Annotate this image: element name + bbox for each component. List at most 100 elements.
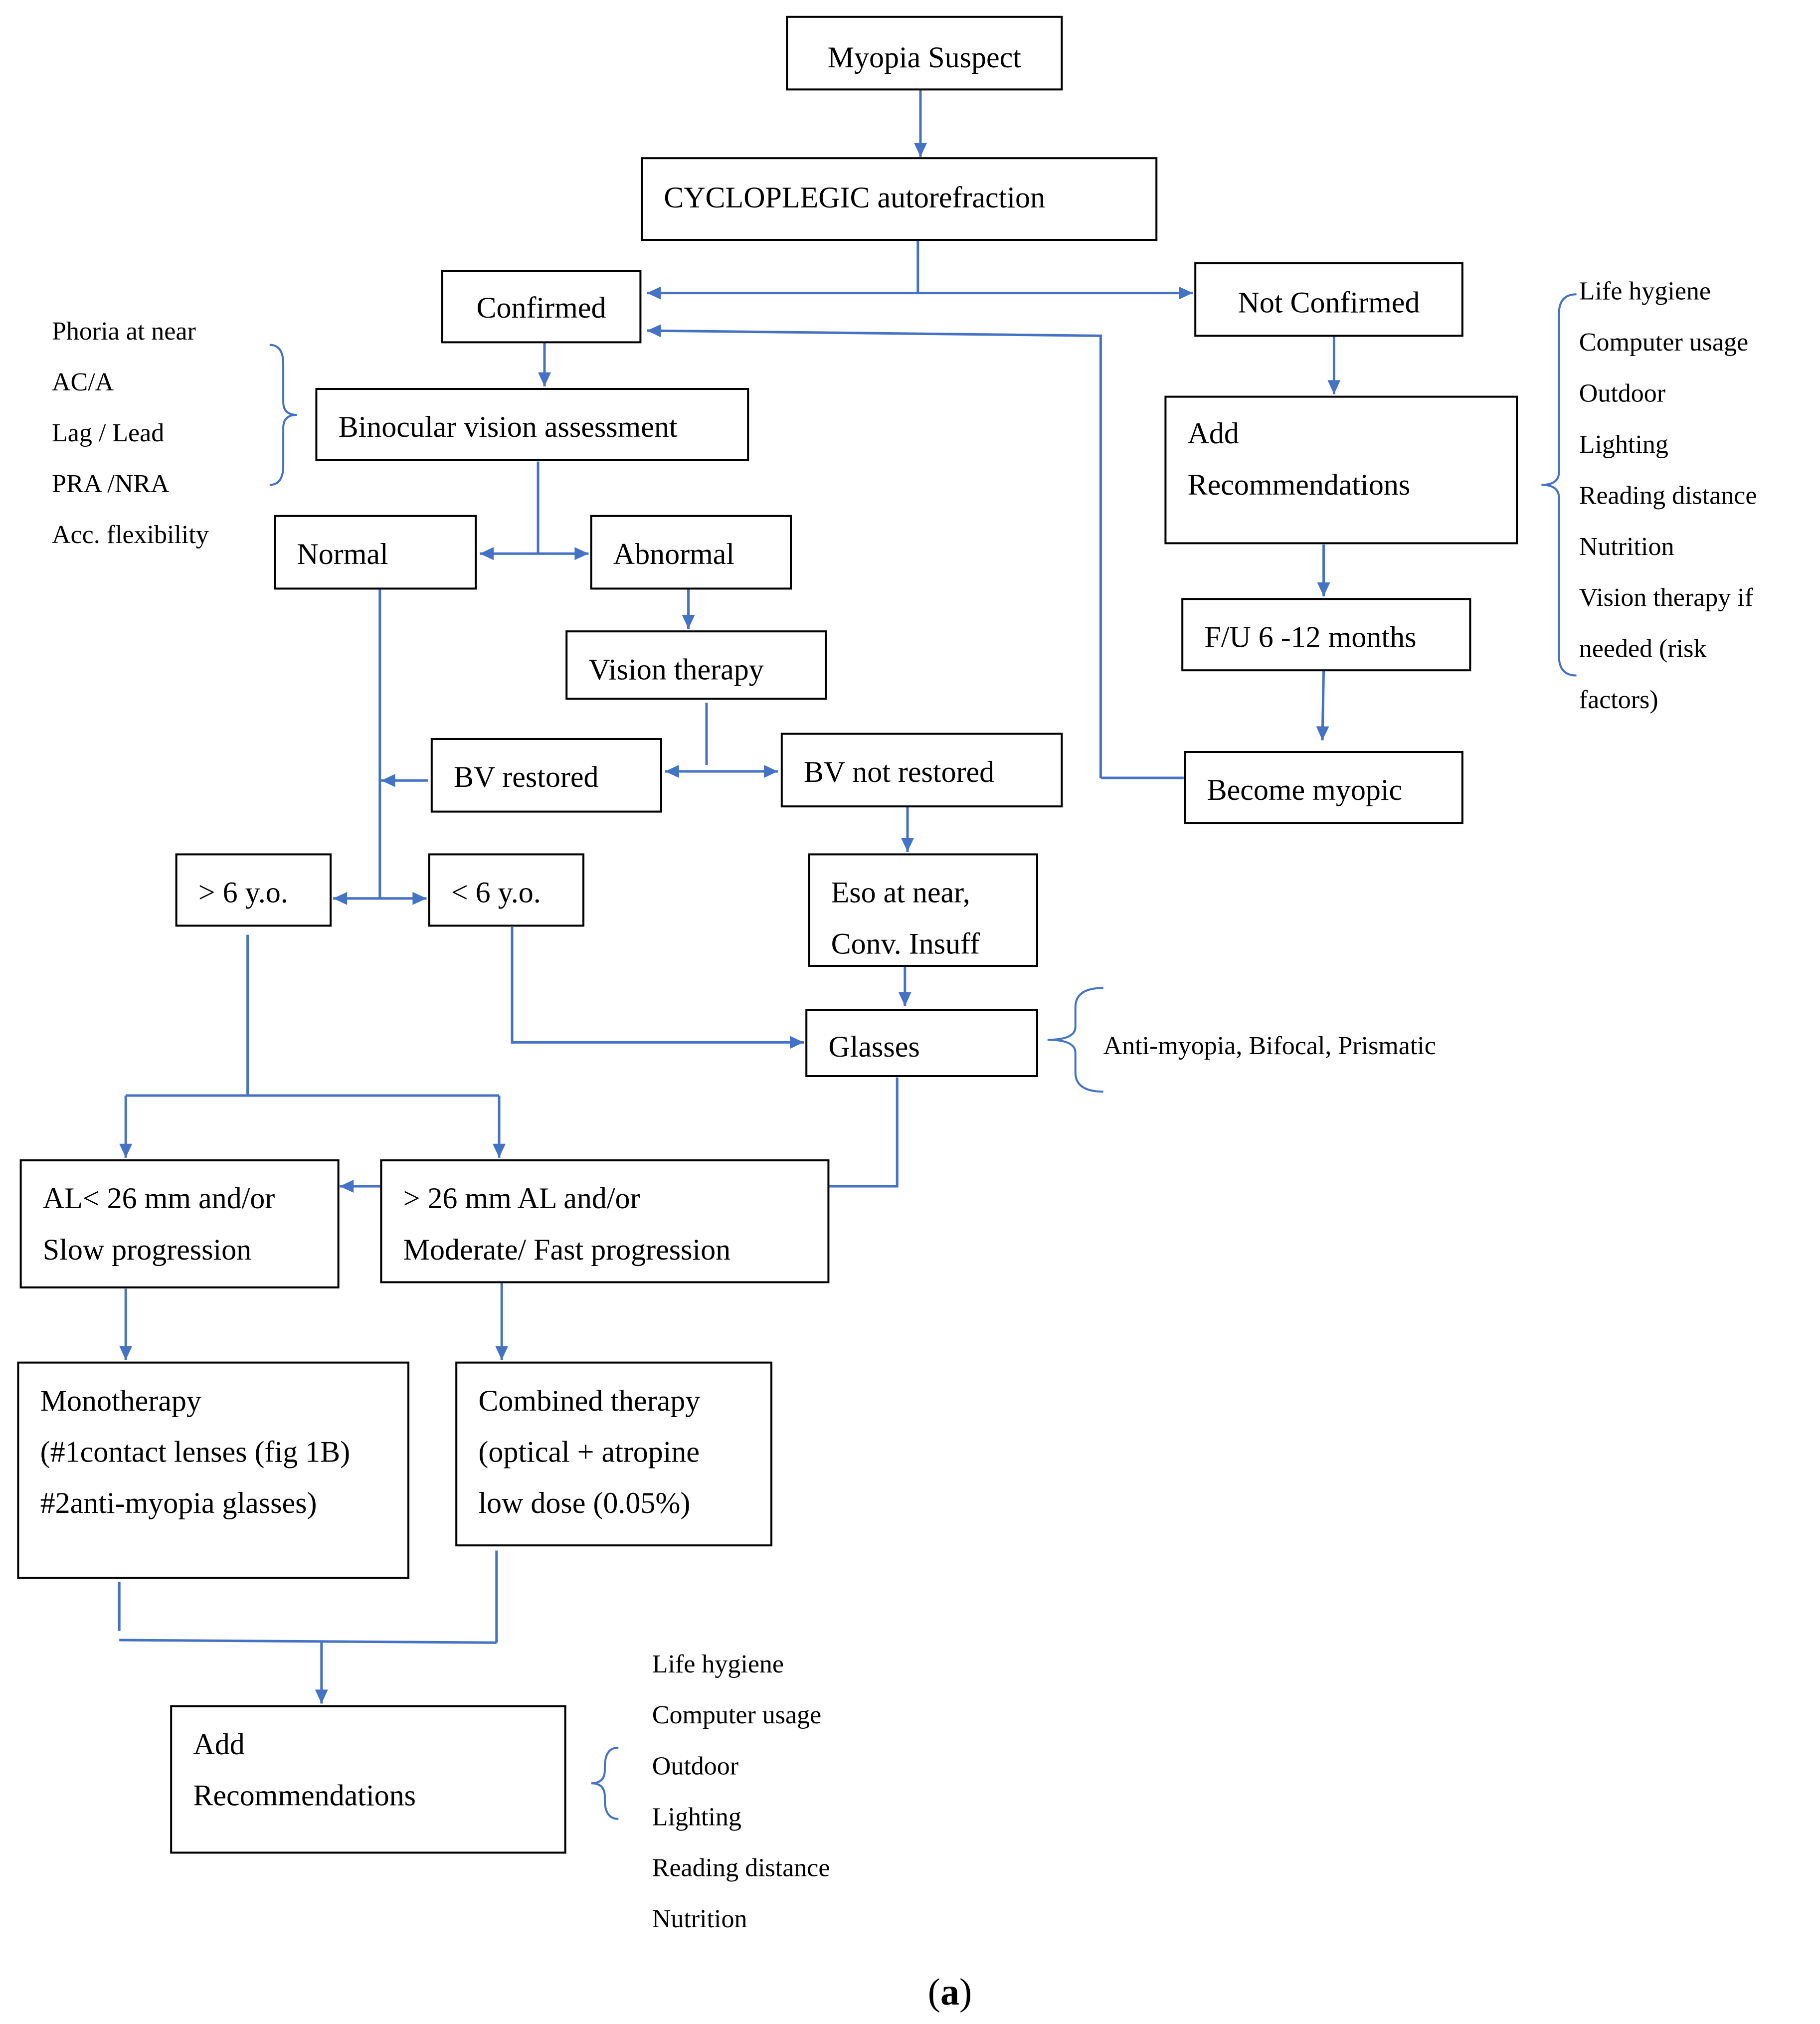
arrowhead	[790, 1036, 804, 1049]
node-myopia-suspect: Myopia Suspect	[786, 15, 1063, 91]
note-line: Lag / Lead	[52, 419, 164, 447]
note-line: Nutrition	[652, 1905, 747, 1933]
node-confirmed: Confirmed	[441, 270, 642, 344]
arrowhead	[381, 774, 395, 787]
node-box	[274, 515, 477, 590]
node-cycloplegic: CYCLOPLEGIC autorefraction	[641, 157, 1158, 241]
node-box	[641, 157, 1158, 241]
figure-caption: (a)	[928, 1971, 972, 2013]
note-line: Acc. flexibility	[52, 521, 209, 549]
arrowhead	[764, 765, 778, 778]
node-label: Recommendations	[193, 1779, 416, 1812]
node-label: Add	[193, 1728, 244, 1761]
note-line: Nutrition	[1579, 533, 1674, 561]
node-label: CYCLOPLEGIC autorefraction	[664, 181, 1045, 214]
arrowhead	[119, 1346, 133, 1360]
node-become-myopic: Become myopic	[1184, 751, 1463, 824]
node-label: Combined therapy	[478, 1384, 700, 1417]
node-box	[441, 270, 642, 344]
note-line: PRA /NRA	[52, 470, 170, 498]
node-box	[19, 1159, 340, 1288]
node-label: Moderate/ Fast progression	[403, 1233, 731, 1266]
node-label: Eso at near,	[831, 876, 970, 909]
note-glasses-types: Anti-myopia, Bifocal, Prismatic	[1103, 1032, 1436, 1060]
node-box	[17, 1361, 409, 1579]
node-box	[1181, 598, 1471, 672]
node-label: Glasses	[828, 1030, 919, 1063]
node-bv-not-restored: BV not restored	[780, 733, 1063, 808]
brace-binocular-tests	[269, 344, 297, 486]
arrowhead	[495, 1346, 509, 1360]
note-line: Life hygiene	[1579, 277, 1711, 306]
node-vision-therapy: Vision therapy	[565, 630, 827, 700]
node-normal: Normal	[274, 515, 477, 590]
node-box	[786, 15, 1063, 91]
arrowhead	[1179, 286, 1193, 300]
node-monotherapy: Monotherapy(#1contact lenses (fig 1B)#2a…	[17, 1361, 409, 1579]
arrowhead	[340, 1180, 354, 1193]
node-label: Monotherapy	[40, 1384, 201, 1417]
arrowhead	[538, 372, 551, 386]
arrowhead	[914, 143, 927, 157]
brace-glasses-types	[1047, 987, 1103, 1093]
arrowhead	[647, 324, 661, 338]
arrowhead	[574, 547, 589, 560]
arrowhead	[333, 892, 348, 905]
node-label: Confirmed	[477, 291, 606, 324]
arrowhead	[493, 1143, 506, 1158]
node-gt6: > 6 y.o.	[175, 853, 332, 927]
node-label: Vision therapy	[588, 653, 763, 686]
node-box	[1164, 395, 1518, 545]
node-lt6: < 6 y.o.	[428, 853, 584, 927]
node-label: Binocular vision assessment	[339, 410, 678, 443]
arrowhead	[682, 615, 695, 629]
connector-line	[119, 1639, 497, 1644]
note-line: Computer usage	[1579, 328, 1748, 357]
node-label: Myopia Suspect	[828, 41, 1022, 74]
note-line: Vision therapy if	[1579, 583, 1754, 612]
node-binocular: Binocular vision assessment	[315, 388, 749, 461]
node-box	[590, 515, 792, 590]
brace-recommendations-bottom	[591, 1746, 619, 1820]
brace-recommendations-right	[1541, 293, 1577, 677]
node-eso: Eso at near, Conv. Insuff	[808, 853, 1039, 967]
note-line: Outdoor	[1579, 379, 1665, 407]
node-box	[780, 733, 1063, 808]
node-label: > 6 y.o.	[198, 876, 288, 909]
note-line: Anti-myopia, Bifocal, Prismatic	[1103, 1032, 1436, 1060]
note-line: Computer usage	[652, 1701, 821, 1729]
connector-line	[647, 329, 1102, 778]
node-label: Not Confirmed	[1238, 286, 1420, 319]
node-box	[565, 630, 827, 700]
node-label: (optical + atropine	[478, 1436, 700, 1469]
node-bv-restored: BV restored	[430, 738, 662, 813]
node-box	[1184, 751, 1463, 824]
node-label: Slow progression	[43, 1233, 251, 1266]
node-label: BV not restored	[804, 755, 994, 788]
node-label: F/U 6 -12 months	[1204, 620, 1416, 653]
node-box	[455, 1361, 772, 1547]
note-line: factors)	[1579, 686, 1658, 714]
arrowhead	[647, 286, 661, 300]
arrowhead	[1316, 726, 1329, 740]
note-line: Outdoor	[652, 1752, 738, 1780]
node-box	[808, 853, 1039, 967]
node-box	[380, 1159, 830, 1284]
node-label: > 26 mm AL and/or	[403, 1182, 640, 1215]
arrowhead	[119, 1143, 133, 1158]
node-label: Conv. Insuff	[831, 927, 980, 960]
node-label: Normal	[297, 538, 388, 570]
arrowhead	[480, 547, 494, 560]
node-box	[1194, 262, 1463, 337]
arrowhead	[412, 892, 427, 905]
node-abnormal: Abnormal	[590, 515, 792, 590]
note-line: needed (risk	[1579, 635, 1707, 663]
note-line: Phoria at near	[52, 317, 196, 346]
node-glasses: Glasses	[805, 1009, 1038, 1078]
node-box	[315, 388, 749, 461]
